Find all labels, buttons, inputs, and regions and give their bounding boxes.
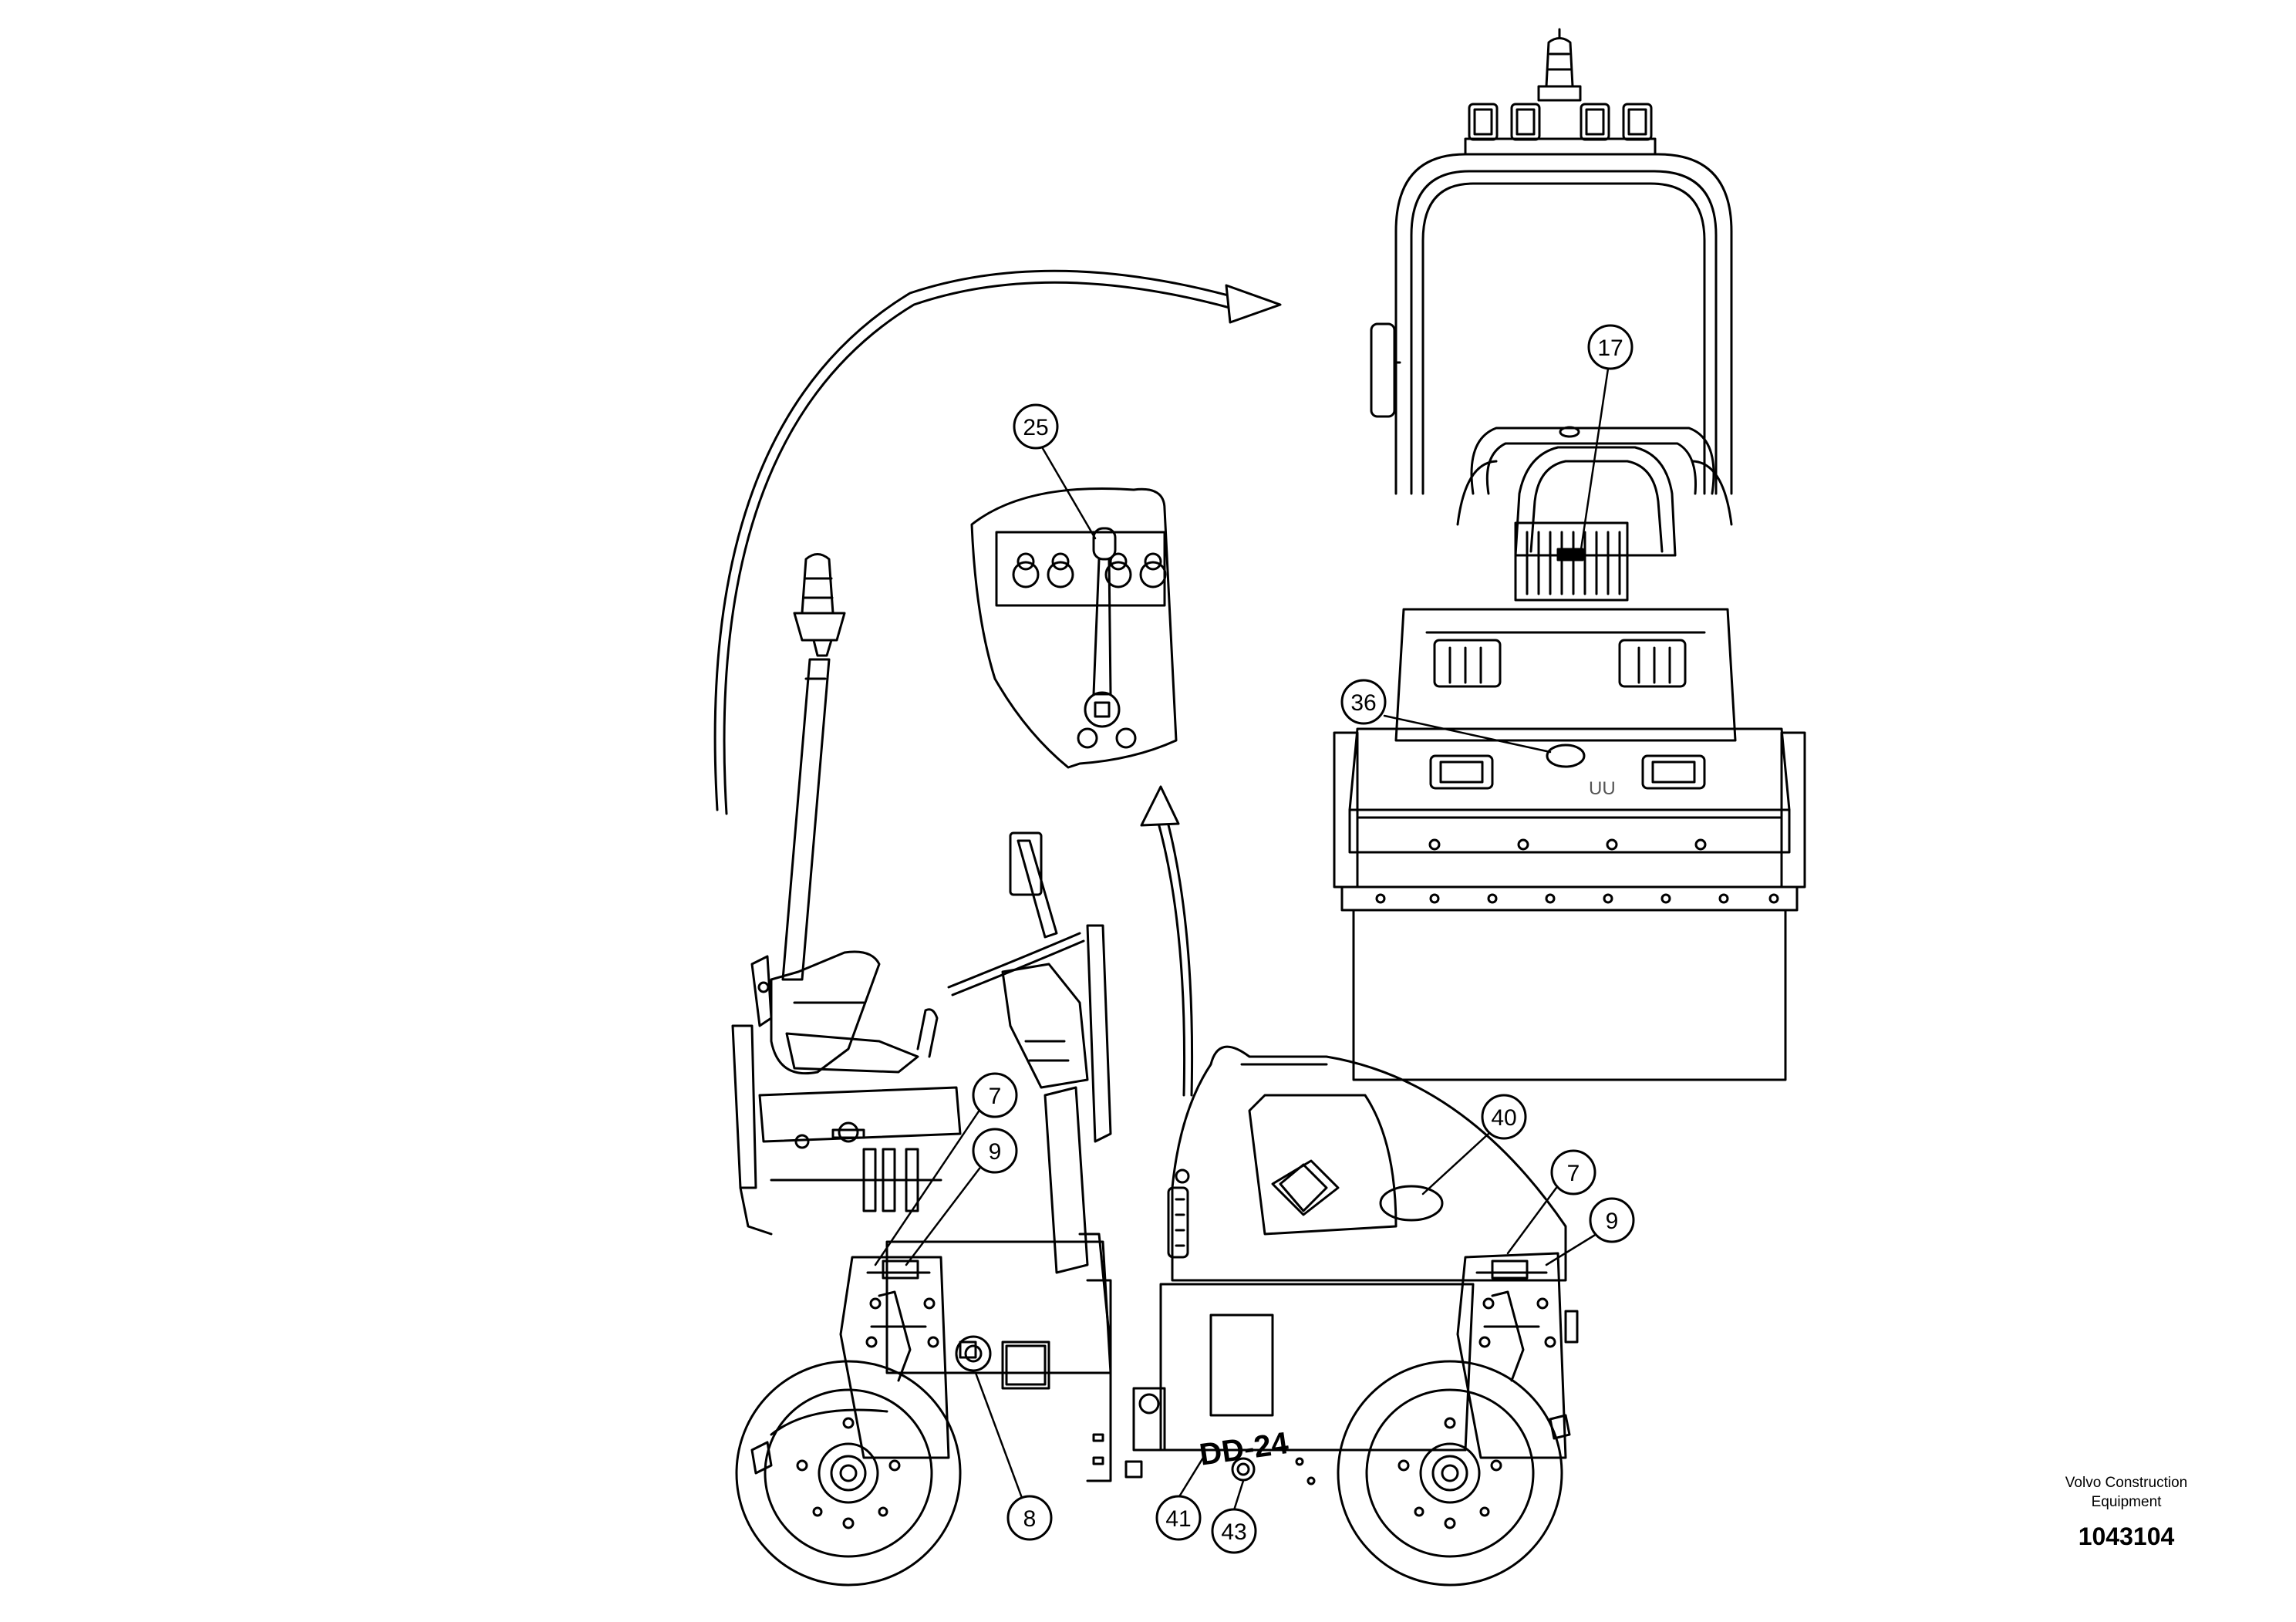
engine-hood-side xyxy=(1167,1045,1567,1282)
front-drum-side xyxy=(735,1256,962,1587)
callout-7-right-label: 7 xyxy=(1567,1161,1580,1186)
fuel-cap-side xyxy=(955,1335,992,1372)
rear-view: UU xyxy=(1333,28,1806,1081)
beacon-side xyxy=(793,553,846,657)
rops-arm-side xyxy=(750,658,831,1027)
seat-side xyxy=(731,950,962,1236)
drawing-caption: Volvo Construction Equipment 1043104 xyxy=(2011,1473,2242,1551)
callout-8: 8 xyxy=(1006,1495,1053,1541)
leader-lines xyxy=(874,367,1610,1512)
callout-40: 40 xyxy=(1481,1094,1527,1140)
toggle-switches xyxy=(1012,552,1167,588)
model-decal: DD-24 xyxy=(1198,1426,1291,1472)
operator-seat-rear xyxy=(1456,426,1733,557)
callout-9-right: 9 xyxy=(1589,1197,1635,1243)
callout-8-label: 8 xyxy=(1023,1506,1037,1532)
control-lever xyxy=(1077,527,1137,749)
rear-fuel-cap xyxy=(1546,744,1586,768)
callout-7-left-label: 7 xyxy=(989,1084,1002,1109)
callout-41: 41 xyxy=(1155,1495,1202,1541)
callout-7-left: 7 xyxy=(972,1072,1018,1118)
callout-9-left-label: 9 xyxy=(989,1139,1002,1165)
view-arrows xyxy=(713,269,1282,1097)
callout-36-label: 36 xyxy=(1350,690,1376,716)
callout-36: 36 xyxy=(1340,679,1387,725)
svg-text:UU: UU xyxy=(1589,778,1616,799)
drawing-number: 1043104 xyxy=(2078,1523,2175,1550)
rear-drum-side xyxy=(1337,1252,1579,1587)
callout-43: 43 xyxy=(1211,1508,1257,1554)
callout-25: 25 xyxy=(1013,403,1059,450)
callout-25-label: 25 xyxy=(1023,415,1048,440)
rops-frame-rear xyxy=(1370,153,1733,495)
callout-7-right: 7 xyxy=(1550,1149,1596,1195)
beacon-rear xyxy=(1537,28,1582,102)
callout-40-label: 40 xyxy=(1491,1105,1516,1131)
chassis-side xyxy=(1124,1283,1475,1485)
callout-9-left: 9 xyxy=(972,1128,1018,1174)
steering-side xyxy=(947,831,1112,1274)
side-view: DD-24 xyxy=(731,553,1579,1587)
rear-body: UU xyxy=(1333,608,1806,912)
callout-17: 17 xyxy=(1587,324,1633,370)
controls-side xyxy=(770,1121,942,1212)
callout-17-label: 17 xyxy=(1597,336,1623,361)
company-name: Volvo Construction Equipment xyxy=(2065,1475,2188,1510)
callout-41-label: 41 xyxy=(1165,1506,1191,1532)
rear-drum xyxy=(1352,909,1787,1081)
callout-43-label: 43 xyxy=(1221,1519,1246,1545)
front-frame-side xyxy=(885,1233,1112,1482)
callout-9-right-label: 9 xyxy=(1606,1209,1619,1234)
hood-sticker-40 xyxy=(1379,1185,1444,1222)
logo-hood xyxy=(1279,1163,1328,1212)
work-lights-rear xyxy=(1464,103,1657,156)
rear-grille xyxy=(1514,521,1629,602)
control-panel-detail xyxy=(970,487,1178,769)
